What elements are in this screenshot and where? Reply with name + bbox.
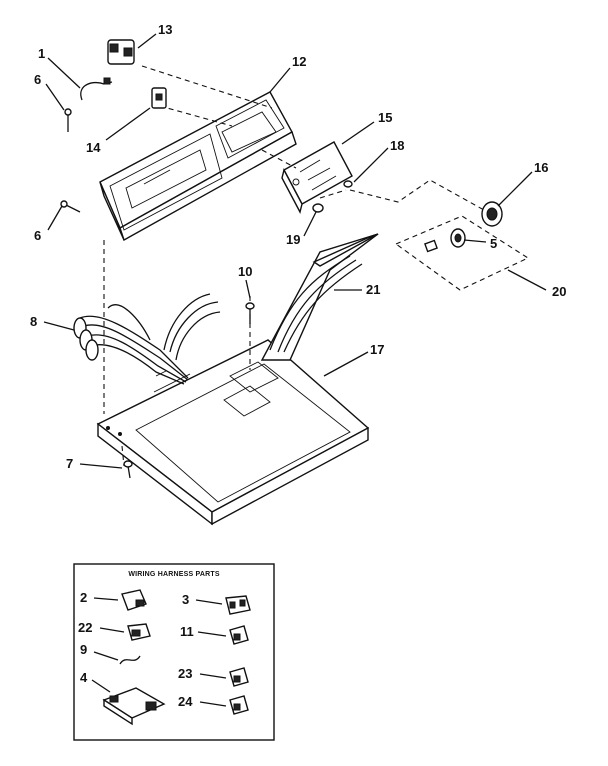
timer-knob-16 xyxy=(481,201,503,227)
inset-callout-23: 23 xyxy=(178,666,192,681)
screws xyxy=(60,108,353,479)
callout-7: 7 xyxy=(66,456,73,471)
callout-15: 15 xyxy=(378,110,392,125)
callout-1: 1 xyxy=(38,46,45,61)
callout-16: 16 xyxy=(534,160,548,175)
callout-13: 13 xyxy=(158,22,172,37)
inset-title: WIRING HARNESS PARTS xyxy=(128,571,220,578)
part-14 xyxy=(151,87,167,109)
inset-callout-2: 2 xyxy=(80,590,87,605)
dashed-group-20 xyxy=(394,215,530,291)
part-1-wire xyxy=(80,77,113,101)
wiring-harness-inset: WIRING HARNESS PARTS 2 3 22 11 9 23 xyxy=(73,563,275,741)
wiring-harness-8 xyxy=(73,293,221,385)
callout-labels: 1 6 13 14 12 15 18 16 6 19 5 20 10 21 8 … xyxy=(30,22,566,471)
top-panel-17 xyxy=(96,339,370,526)
inset-callout-11: 11 xyxy=(180,624,194,639)
callout-20: 20 xyxy=(552,284,566,299)
callout-17: 17 xyxy=(370,342,384,357)
callout-19: 19 xyxy=(286,232,300,247)
inset-callout-24: 24 xyxy=(178,694,193,709)
inset-callout-3: 3 xyxy=(182,592,189,607)
callout-6-left: 6 xyxy=(34,228,41,243)
callout-12: 12 xyxy=(292,54,306,69)
inset-callout-22: 22 xyxy=(78,620,92,635)
callout-5: 5 xyxy=(490,236,497,251)
callout-10: 10 xyxy=(238,264,252,279)
callout-6-top: 6 xyxy=(34,72,41,87)
callout-8: 8 xyxy=(30,314,37,329)
timer-15 xyxy=(281,141,353,214)
callout-18: 18 xyxy=(390,138,404,153)
callout-21: 21 xyxy=(366,282,380,297)
leader-lines xyxy=(43,33,547,469)
callout-14: 14 xyxy=(86,140,101,155)
part-13 xyxy=(107,39,135,65)
inset-callout-9: 9 xyxy=(80,642,87,657)
inset-callout-4: 4 xyxy=(80,670,88,685)
console-panel-12 xyxy=(99,91,297,242)
part-21 xyxy=(260,233,379,361)
